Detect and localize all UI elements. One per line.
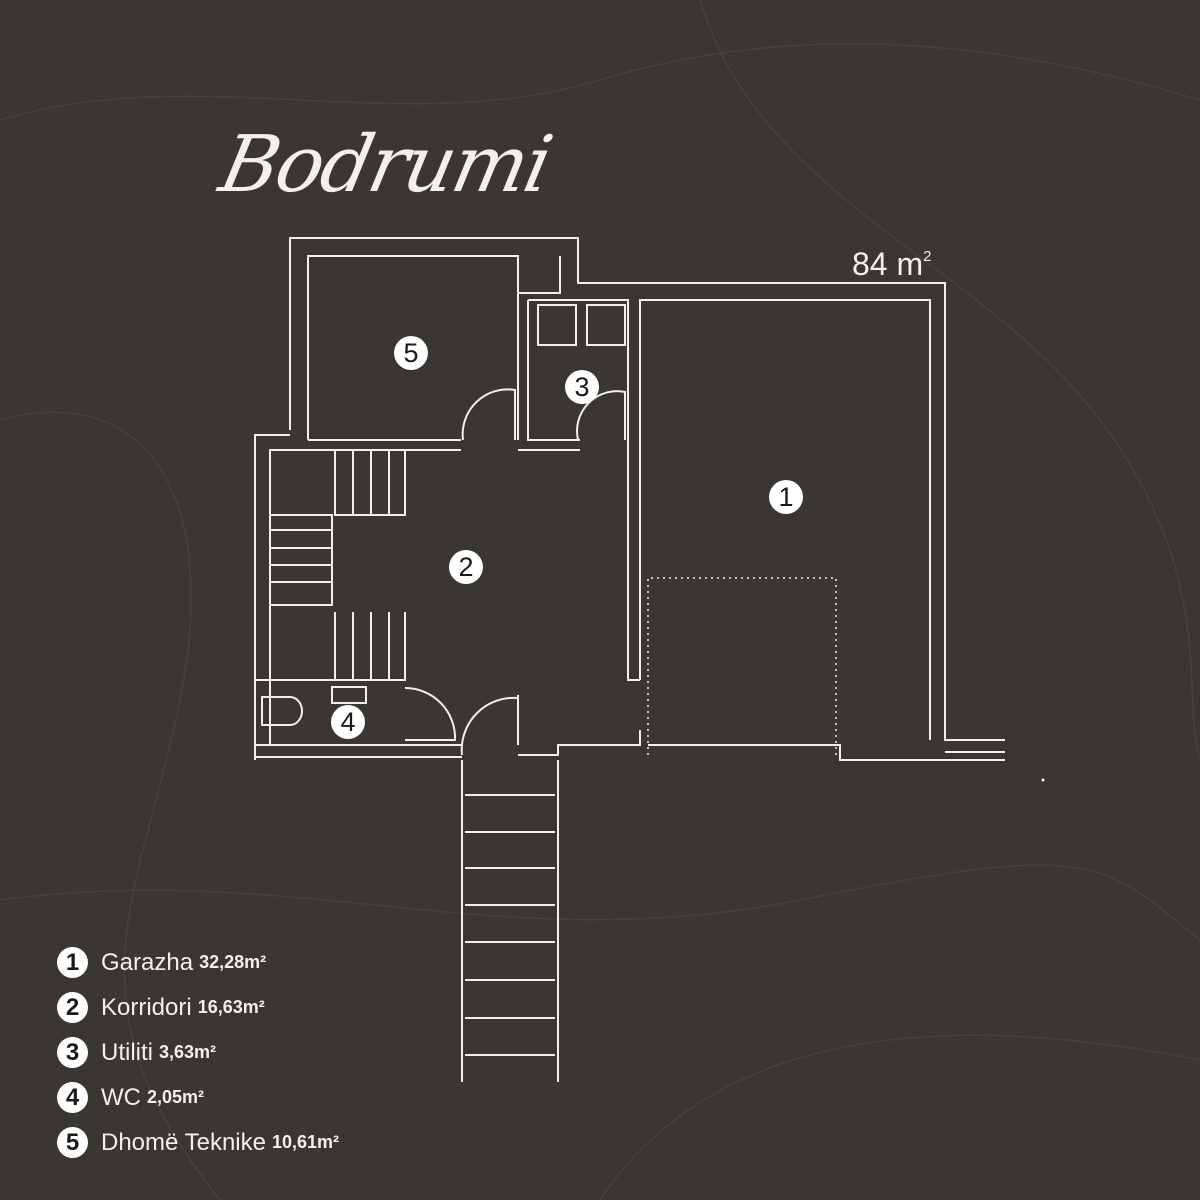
doors — [404, 388, 626, 756]
legend-number: 2 — [57, 992, 88, 1023]
legend-name: Korridori — [101, 993, 192, 1021]
total-area-value: 84 m — [852, 246, 924, 282]
internal-stairs — [255, 450, 406, 681]
legend-item: 3 Utiliti 3,63m² — [57, 1030, 339, 1075]
legend-name: Dhomë Teknike — [101, 1128, 266, 1156]
room-badge-2: 2 — [449, 550, 483, 584]
floor-title: Bodrumi — [212, 120, 559, 210]
utility-fixtures — [537, 304, 626, 346]
legend-number: 3 — [57, 1037, 88, 1068]
legend-area: 2,05m² — [146, 1087, 205, 1107]
legend-name: Garazha — [101, 948, 194, 976]
legend-number: 4 — [57, 1082, 88, 1113]
total-area: 84 m2 — [852, 246, 931, 283]
legend-area: 16,63m² — [197, 997, 265, 1017]
legend-number: 5 — [57, 1127, 88, 1158]
garage-door-outline — [647, 577, 837, 755]
room-badge-4: 4 — [331, 705, 365, 739]
legend-area: 3,63m² — [159, 1042, 217, 1062]
legend-name: WC — [101, 1083, 141, 1111]
room-badge-1: 1 — [769, 480, 803, 514]
legend-number: 1 — [57, 947, 88, 978]
entrance-stairs — [461, 760, 559, 1082]
room-badge-3: 3 — [565, 370, 599, 404]
legend-name: Utiliti — [101, 1038, 153, 1066]
room-badge-5: 5 — [394, 336, 428, 370]
wc-fixtures — [261, 686, 367, 726]
legend-area: 10,61m² — [271, 1132, 340, 1152]
walls — [254, 237, 1005, 761]
legend-area: 32,28m² — [199, 952, 267, 972]
total-area-sup: 2 — [923, 248, 932, 265]
